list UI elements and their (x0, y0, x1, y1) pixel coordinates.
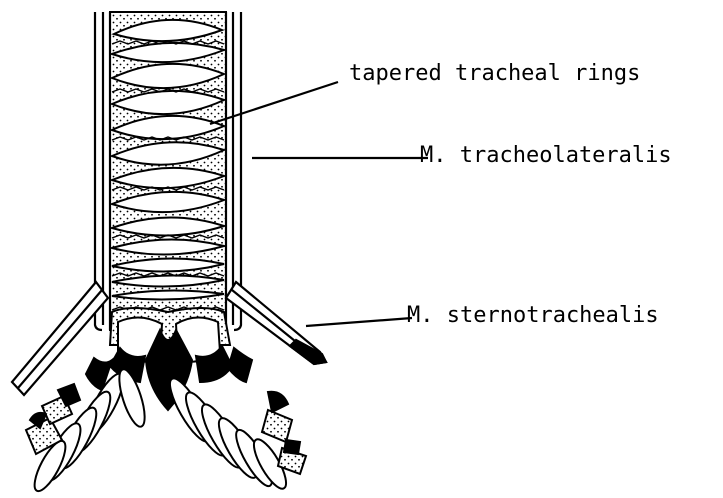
label-m-tracheolateralis: M. tracheolateralis (420, 145, 672, 167)
rings-leader (210, 82, 338, 124)
label-tapered-tracheal-rings: tapered tracheal rings (349, 63, 640, 85)
label-m-sternotrachealis: M. sternotrachealis (407, 305, 659, 327)
sternotrachealis-leader (306, 318, 412, 326)
trachea (110, 12, 226, 330)
